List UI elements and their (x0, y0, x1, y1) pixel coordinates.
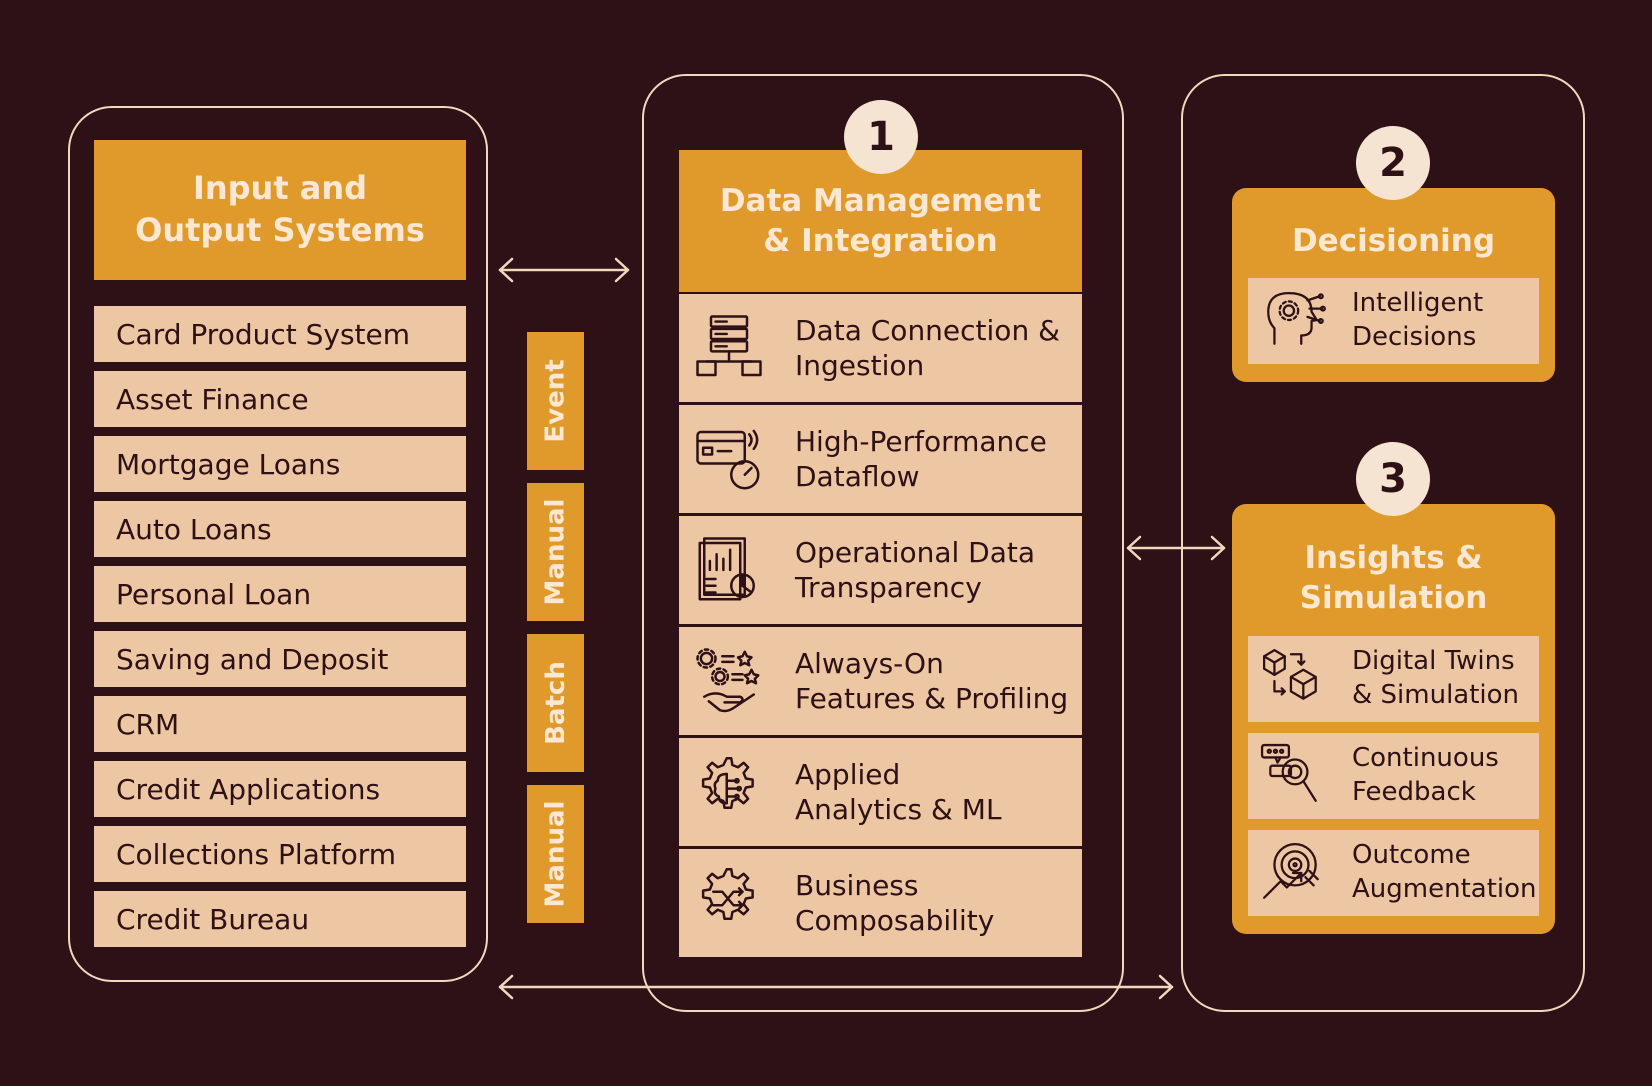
data-management-panel (642, 74, 1124, 1012)
gears-hand-icon (696, 648, 760, 713)
data-management-item-label: Business Composability (795, 869, 995, 937)
data-management-item-label: Data Connection & Ingestion (795, 314, 1060, 382)
io-system-label: Asset Finance (116, 382, 309, 416)
data-management-item: Data Connection & Ingestion (679, 294, 1082, 402)
item-icon-wrap (679, 312, 779, 384)
card-gauge-icon (696, 429, 760, 490)
item-icon-wrap (679, 645, 779, 717)
channel-label: Event (527, 332, 584, 470)
insights-item-label: Continuous Feedback (1352, 743, 1499, 807)
cubes-icon (1262, 648, 1317, 700)
io-system-label: Personal Loan (116, 577, 312, 611)
item-icon-wrap (1248, 743, 1338, 809)
data-management-item: Operational Data Transparency (679, 516, 1082, 624)
arrow-data-to-outcomes (1126, 535, 1226, 561)
io-system-item: Collections Platform (94, 826, 466, 882)
channel-label: Batch (527, 634, 584, 772)
channel-text: Batch (540, 661, 571, 745)
io-system-item: Credit Bureau (94, 891, 466, 947)
insights-item-label: Outcome Augmentation (1352, 840, 1537, 904)
arrow-bottom-feedback (498, 974, 1174, 1000)
io-systems-panel (68, 106, 488, 982)
decisioning-item-label: Intelligent Decisions (1352, 288, 1484, 352)
channel-label: Manual (527, 483, 584, 621)
decisioning-title: Decisioning (1291, 222, 1496, 259)
io-system-label: Mortgage Loans (116, 447, 341, 481)
io-system-label: Auto Loans (116, 512, 272, 546)
io-system-item: Auto Loans (94, 501, 466, 557)
shuffle-gear-icon (701, 868, 754, 920)
item-icon-wrap (1248, 288, 1338, 354)
channel-text: Manual (540, 498, 571, 606)
brain-gear-icon (701, 757, 754, 809)
channel-text: Manual (540, 800, 571, 908)
data-management-item-label: Always-On Features & Profiling (795, 647, 1069, 715)
io-systems-title: Input and Output Systems (94, 140, 466, 280)
item-icon-wrap (679, 534, 779, 606)
channel-label: Manual (527, 785, 584, 923)
io-system-label: Card Product System (116, 317, 411, 351)
item-icon-wrap (1248, 646, 1338, 712)
target-arrow-icon (1262, 842, 1319, 899)
item-icon-wrap (679, 423, 779, 495)
item-icon-wrap (679, 756, 779, 828)
server-network-icon (696, 315, 762, 377)
step-number-2: 2 (1356, 126, 1430, 200)
io-system-label: CRM (116, 707, 180, 741)
data-management-item: High-Performance Dataflow (679, 405, 1082, 513)
decisioning-item: Intelligent Decisions (1248, 278, 1539, 364)
item-icon-wrap (679, 867, 779, 939)
io-system-label: Collections Platform (116, 837, 397, 871)
item-icon-wrap (1248, 840, 1338, 906)
outcomes-panel (1181, 74, 1585, 1012)
data-management-item: Business Composability (679, 849, 1082, 957)
data-management-item-label: Operational Data Transparency (795, 536, 1036, 604)
insights-item: Digital Twins & Simulation (1248, 636, 1539, 722)
insights-item-label: Digital Twins & Simulation (1352, 646, 1520, 710)
step-number-3: 3 (1356, 442, 1430, 516)
io-system-item: Card Product System (94, 306, 466, 362)
insights-title: Insights & Simulation (1299, 539, 1488, 616)
io-system-item: Mortgage Loans (94, 436, 466, 492)
feedback-search-icon (1260, 743, 1317, 802)
io-system-label: Saving and Deposit (116, 642, 389, 676)
data-management-item: Applied Analytics & ML (679, 738, 1082, 846)
io-system-item: CRM (94, 696, 466, 752)
ai-head-icon (1267, 292, 1326, 345)
arrow-io-to-data (498, 257, 630, 283)
data-management-item-label: High-Performance Dataflow (795, 425, 1047, 493)
io-system-item: Asset Finance (94, 371, 466, 427)
insights-item: Continuous Feedback (1248, 733, 1539, 819)
io-system-label: Credit Bureau (116, 902, 310, 936)
step-number-1: 1 (844, 100, 918, 174)
io-system-item: Saving and Deposit (94, 631, 466, 687)
data-management-item: Always-On Features & Profiling (679, 627, 1082, 735)
channel-text: Event (540, 359, 571, 443)
io-system-item: Personal Loan (94, 566, 466, 622)
io-system-label: Credit Applications (116, 772, 381, 806)
data-management-item-label: Applied Analytics & ML (795, 758, 1002, 826)
report-chart-icon (698, 537, 755, 601)
insights-item: Outcome Augmentation (1248, 830, 1539, 916)
io-system-item: Credit Applications (94, 761, 466, 817)
